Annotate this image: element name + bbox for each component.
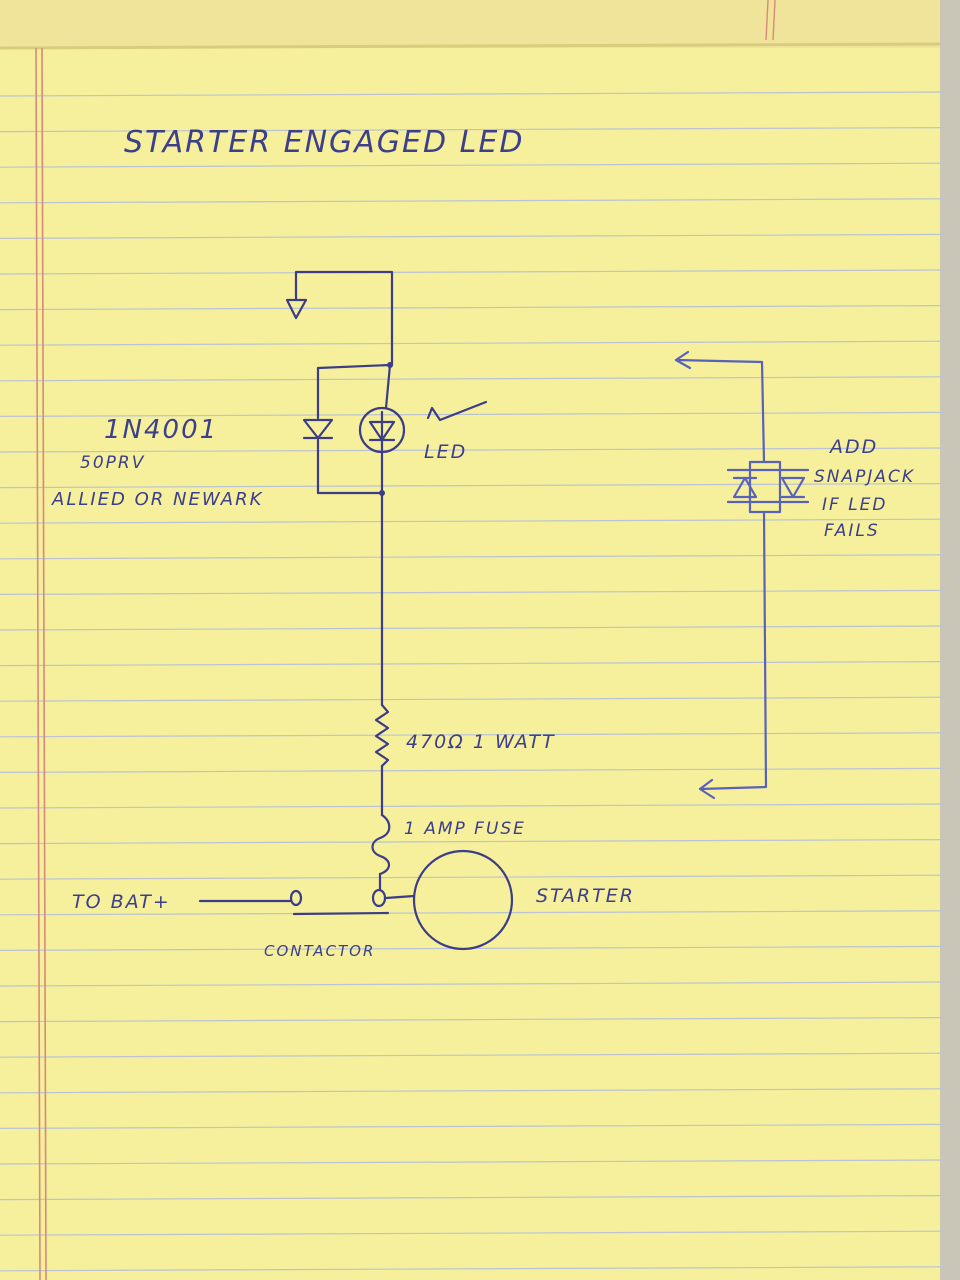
contactor-terminal-left bbox=[289, 889, 303, 907]
diode-rating-label: 50PRV bbox=[80, 453, 145, 473]
rule-line bbox=[0, 874, 946, 880]
rule-line bbox=[0, 376, 946, 382]
rule-line bbox=[0, 1194, 946, 1201]
note-line-2: SNAPJACK bbox=[814, 467, 915, 487]
rule-line bbox=[0, 269, 946, 275]
led-light-arrow-icon bbox=[426, 400, 488, 422]
snapjack-diode-left-icon bbox=[732, 476, 758, 499]
snapjack-diode-right-icon bbox=[780, 476, 806, 499]
pad-fold-line bbox=[0, 42, 951, 50]
rule-line bbox=[0, 803, 946, 809]
ground-wire bbox=[294, 270, 394, 367]
battery-label: TO BAT+ bbox=[72, 891, 171, 913]
rule-line bbox=[0, 910, 946, 916]
rule-line bbox=[0, 589, 946, 596]
fuse-icon bbox=[371, 813, 391, 876]
rule-line bbox=[0, 447, 946, 453]
snapjack-wire-top bbox=[674, 358, 766, 464]
note-line-4: FAILS bbox=[824, 521, 880, 541]
diode-source-label: ALLIED OR NEWARK bbox=[51, 489, 263, 510]
rule-line bbox=[0, 1123, 946, 1130]
rule-line bbox=[0, 233, 946, 239]
starter-wire bbox=[384, 894, 416, 900]
rule-line bbox=[0, 198, 946, 204]
rule-line bbox=[0, 411, 946, 417]
starter-label: STARTER bbox=[536, 885, 635, 907]
rule-line bbox=[0, 1088, 946, 1094]
rule-line bbox=[0, 981, 946, 987]
ruled-lines bbox=[0, 91, 946, 1272]
margin-line-left bbox=[35, 47, 41, 1280]
diode-wire-bottom bbox=[316, 438, 384, 495]
rule-line bbox=[0, 554, 946, 560]
rule-line bbox=[0, 305, 946, 311]
rule-line bbox=[0, 732, 946, 738]
ground-icon bbox=[285, 298, 308, 320]
diode-1n4001-icon bbox=[302, 418, 334, 440]
resistor-icon bbox=[374, 703, 390, 768]
rule-line bbox=[0, 1016, 946, 1023]
led-wire-top bbox=[384, 363, 392, 410]
margin-line-right bbox=[41, 47, 47, 1280]
starter-motor-icon bbox=[412, 849, 514, 951]
diagram-title: STARTER ENGAGED LED bbox=[124, 125, 524, 160]
rule-line bbox=[0, 838, 946, 845]
rule-line bbox=[0, 1052, 946, 1058]
pad-top-binding bbox=[0, 0, 960, 48]
rule-line bbox=[0, 127, 946, 133]
snapjack-arrow-top-icon bbox=[674, 350, 692, 370]
rule-line bbox=[0, 625, 946, 631]
paper-sheet bbox=[0, 40, 950, 1280]
rule-line bbox=[0, 1159, 946, 1165]
diode-part-label: 1N4001 bbox=[104, 415, 218, 445]
contactor-label: CONTACTOR bbox=[264, 942, 375, 960]
rule-line bbox=[0, 483, 946, 489]
rule-line bbox=[0, 696, 946, 702]
note-line-1: ADD bbox=[828, 436, 878, 458]
note-line-3: IF LED bbox=[822, 495, 888, 515]
resistor-label: 470Ω 1 WATT bbox=[406, 731, 556, 753]
binding-margin-line-2 bbox=[772, 0, 776, 41]
contactor-bar bbox=[292, 911, 390, 916]
binding-margin-line-1 bbox=[765, 0, 769, 41]
led-label: LED bbox=[424, 441, 467, 463]
pad-edge bbox=[940, 0, 960, 1280]
rule-line bbox=[0, 162, 946, 168]
diode-wire-top bbox=[316, 363, 392, 420]
rule-line bbox=[0, 1230, 946, 1236]
rule-line bbox=[0, 518, 946, 524]
rule-line bbox=[0, 1266, 946, 1272]
rule-line bbox=[0, 91, 946, 97]
snapjack-arrow-bottom-icon bbox=[698, 778, 716, 800]
rule-line bbox=[0, 340, 946, 346]
snapjack-wire-bottom bbox=[698, 510, 768, 791]
rule-line bbox=[0, 660, 946, 667]
fuse-label: 1 AMP FUSE bbox=[404, 819, 526, 839]
rule-line bbox=[0, 767, 946, 774]
